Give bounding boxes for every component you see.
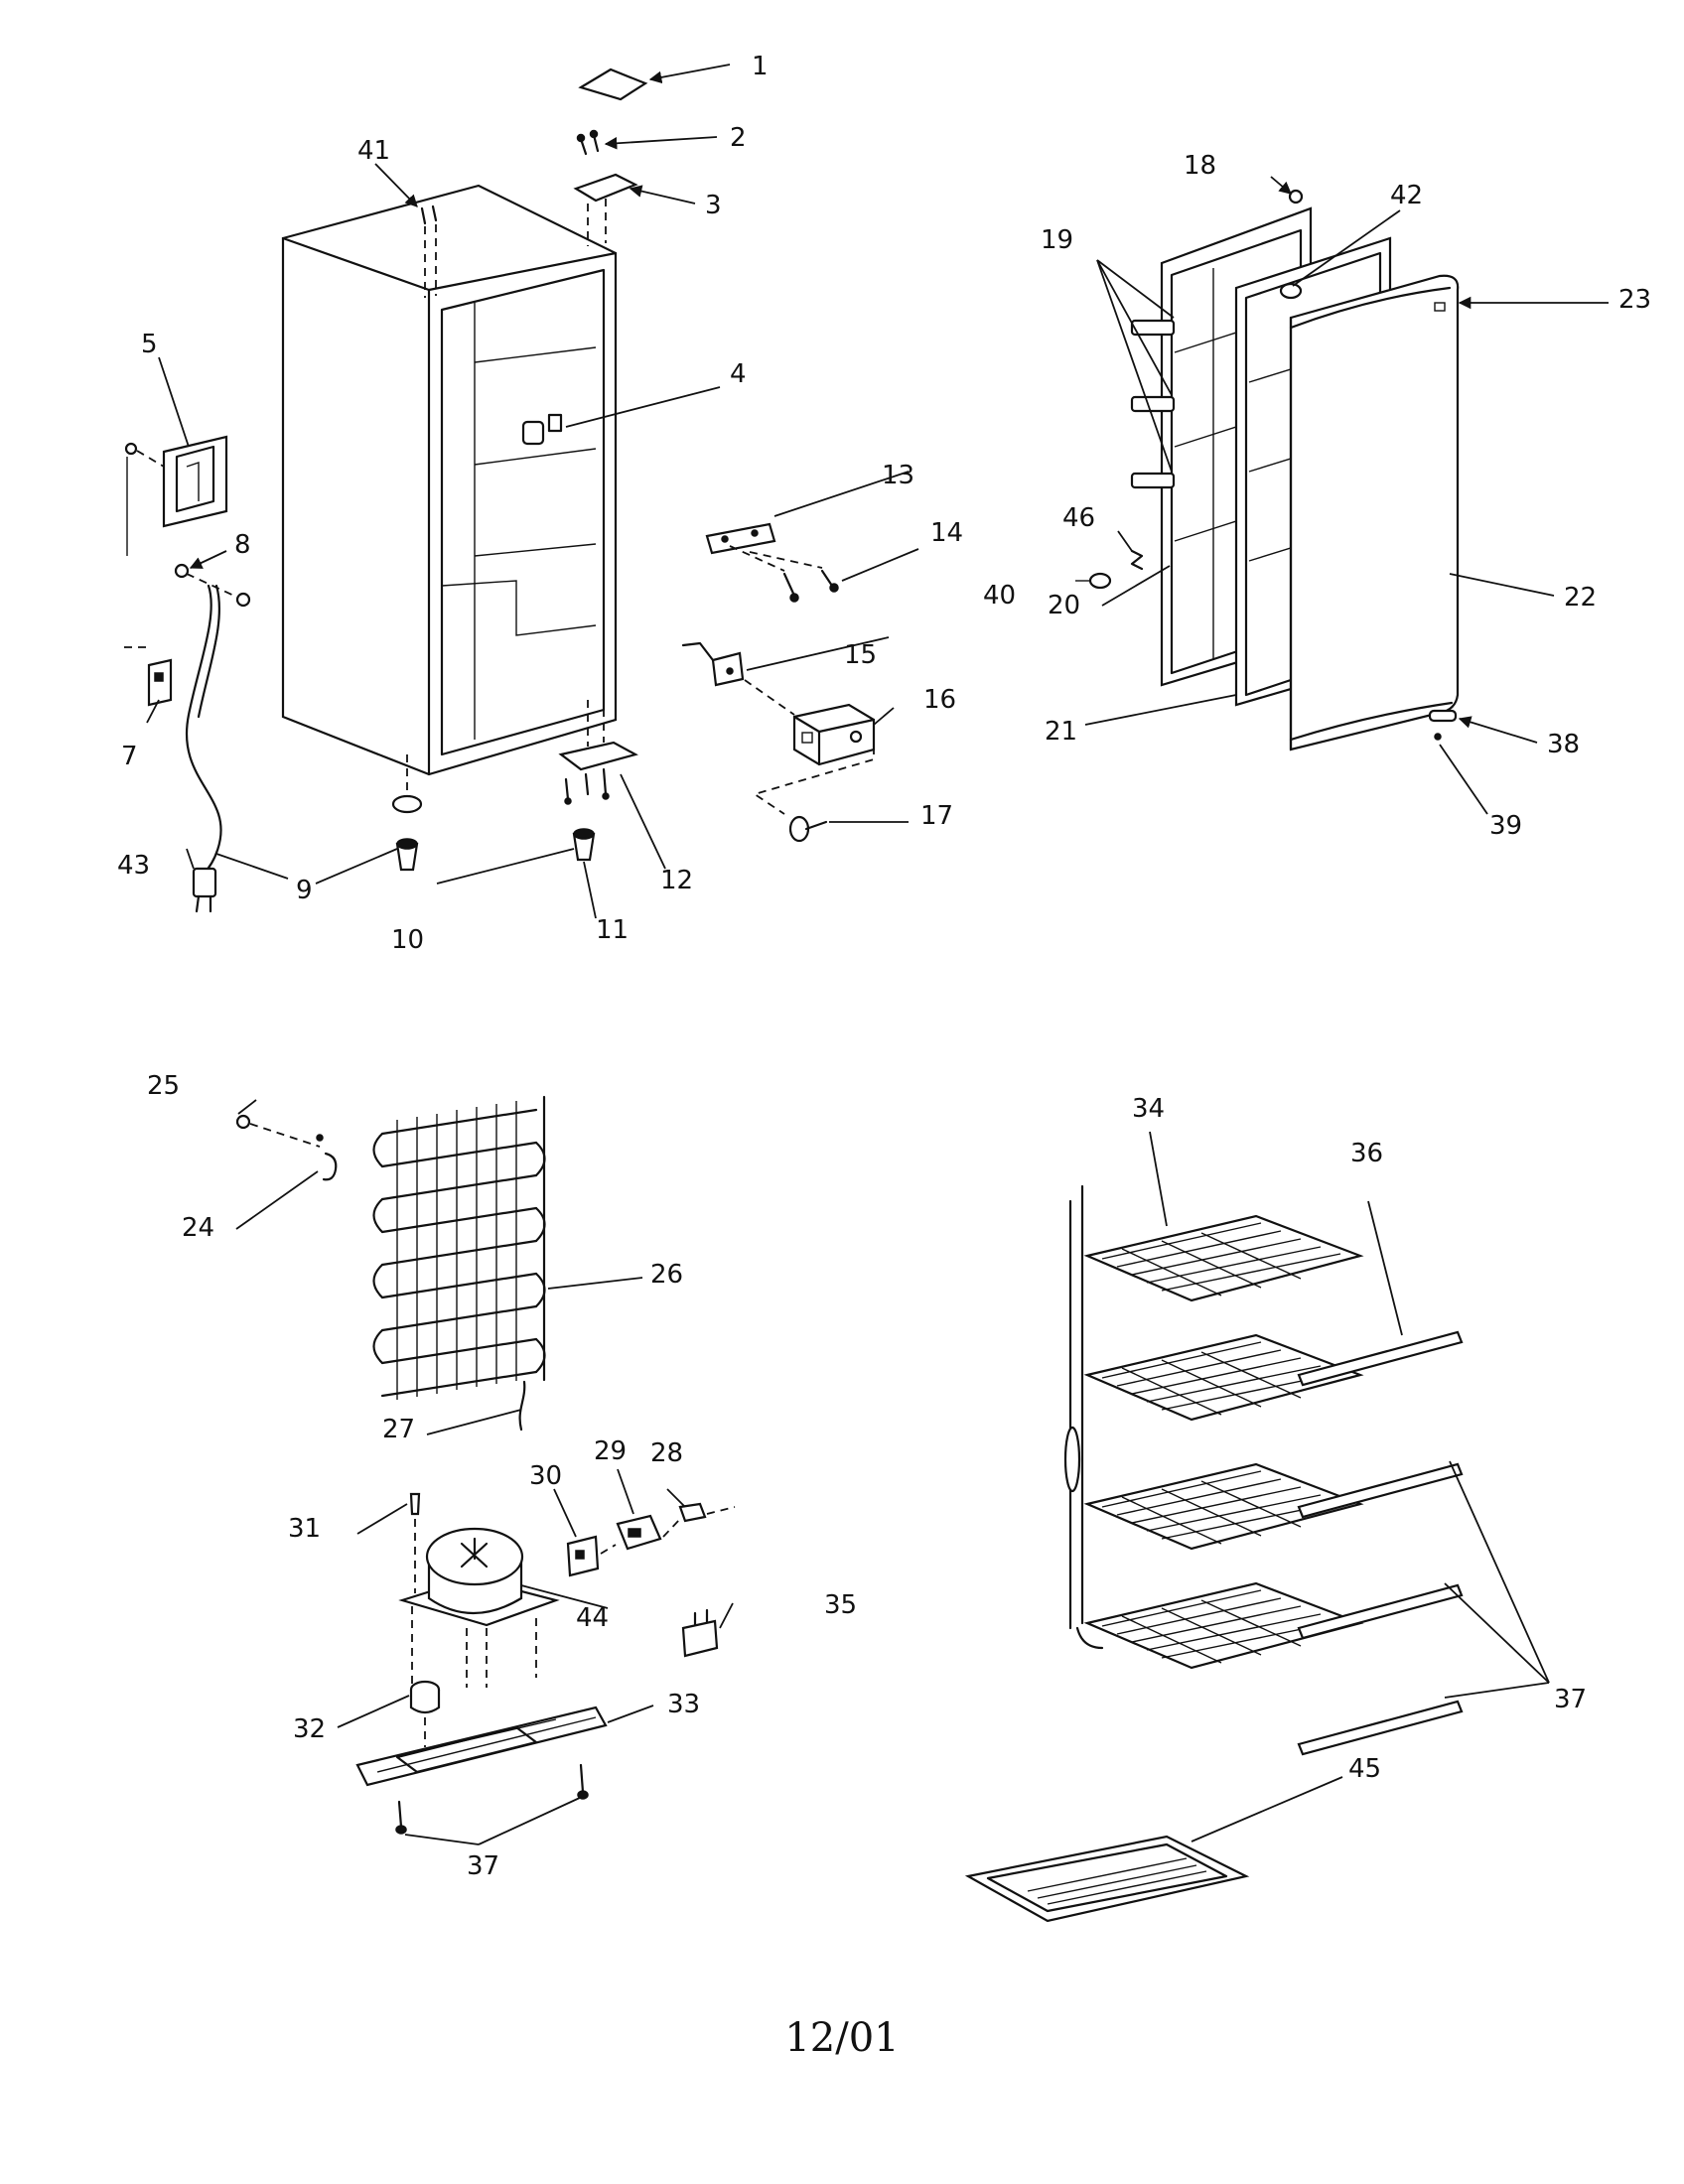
part-number-labels: 1 2 3 4 5 8 7 9 10 11 12 13 14 15 16 17 … [117, 52, 1651, 1881]
page-footer-date: 12/01 [784, 2015, 900, 2061]
part-30-relay [566, 1535, 600, 1577]
label-22: 22 [1564, 583, 1597, 613]
label-37-bottom: 37 [467, 1851, 499, 1881]
part-34-evaporator-shelf-3 [1083, 1462, 1364, 1551]
part-19-door-shelves [1130, 319, 1176, 489]
part-42-door-stop [1279, 282, 1303, 300]
label-29: 29 [594, 1436, 627, 1466]
label-35: 35 [824, 1590, 857, 1620]
part-22-outer-door [1289, 274, 1460, 751]
part-35-capacitor [681, 1608, 719, 1658]
part-2-screws [576, 129, 600, 156]
label-17: 17 [920, 801, 953, 831]
part-32-grommet [409, 1680, 441, 1747]
part-26-condenser [372, 1095, 546, 1400]
label-15: 15 [844, 640, 877, 670]
label-5: 5 [141, 330, 158, 359]
label-18: 18 [1184, 151, 1216, 181]
label-31: 31 [288, 1514, 321, 1544]
part-18-screw [1288, 189, 1304, 205]
part-3-top-hinge [573, 173, 638, 203]
label-12: 12 [660, 866, 693, 895]
label-24: 24 [182, 1213, 214, 1243]
label-37-right: 37 [1554, 1685, 1587, 1714]
part-46-clip [1130, 549, 1144, 571]
part-15-thermostat-knob [681, 641, 745, 687]
label-27: 27 [382, 1415, 415, 1444]
label-9: 9 [296, 876, 313, 905]
label-23: 23 [1618, 285, 1651, 315]
label-26: 26 [650, 1260, 683, 1290]
part-34-evaporator-shelf-2 [1083, 1333, 1364, 1422]
part-27-tube [518, 1380, 526, 1432]
label-13: 13 [882, 461, 914, 490]
label-16: 16 [923, 685, 956, 715]
label-42: 42 [1390, 181, 1423, 210]
label-2: 2 [730, 123, 747, 153]
label-25: 25 [147, 1071, 180, 1101]
label-4: 4 [730, 359, 747, 389]
evaporator-assembly [1063, 1184, 1104, 1650]
part-41-screws [420, 205, 438, 298]
part-10-feet [395, 828, 596, 872]
part-1-top-cap [578, 68, 648, 101]
label-20: 20 [1048, 591, 1080, 620]
label-1: 1 [752, 52, 769, 81]
label-46: 46 [1062, 503, 1095, 533]
part-16-control-box [744, 679, 876, 815]
part-38-hinge-pin [1428, 709, 1458, 741]
part-44-compressor [398, 1527, 560, 1688]
label-33: 33 [667, 1690, 700, 1719]
label-38: 38 [1547, 730, 1580, 759]
screw-icon [124, 442, 138, 456]
part-28-cover [662, 1502, 736, 1538]
label-19: 19 [1041, 225, 1073, 255]
label-14: 14 [930, 518, 963, 548]
part-24-clamp [322, 1152, 338, 1181]
label-40: 40 [983, 581, 1016, 611]
label-36: 36 [1350, 1139, 1383, 1168]
label-28: 28 [650, 1438, 683, 1468]
part-25-screw [235, 1114, 251, 1130]
part-17-screw [788, 815, 828, 843]
part-34-evaporator-shelf-1 [1083, 1214, 1364, 1302]
label-21: 21 [1045, 717, 1077, 747]
part-7-bracket [124, 646, 173, 707]
label-32: 32 [293, 1714, 326, 1744]
part-40-pin [1075, 572, 1112, 590]
label-3: 3 [705, 191, 722, 220]
part-9-leveling-foot [391, 754, 423, 814]
cabinet-body [281, 184, 618, 776]
label-8: 8 [234, 530, 251, 560]
label-45: 45 [1348, 1754, 1381, 1784]
part-29-overload [600, 1514, 662, 1555]
part-33-base-plate [355, 1706, 608, 1787]
part-5-junction-box [162, 435, 228, 528]
label-39: 39 [1489, 811, 1522, 841]
label-34: 34 [1132, 1094, 1165, 1124]
label-11: 11 [596, 915, 629, 945]
part-37-screws [395, 1763, 589, 1835]
part-13-bracket [705, 522, 839, 603]
label-41: 41 [357, 136, 390, 166]
part-36-37-shelf-trims [1297, 1330, 1464, 1756]
part-12-bottom-hinge [558, 695, 638, 805]
label-30: 30 [529, 1461, 562, 1491]
part-45-drip-tray [964, 1835, 1250, 1923]
label-7: 7 [121, 742, 138, 771]
part-43-power-cord [174, 563, 251, 913]
part-31-bolt [409, 1492, 421, 1593]
label-10: 10 [391, 925, 424, 955]
label-43: 43 [117, 851, 150, 881]
label-44: 44 [576, 1603, 609, 1633]
leader-lines [146, 64, 1609, 1845]
